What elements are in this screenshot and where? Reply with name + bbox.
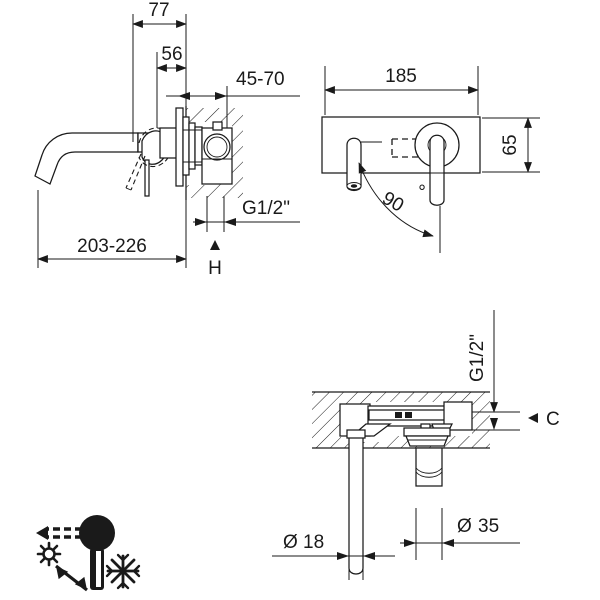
dimension-g12-left-label: G1/2" — [242, 198, 290, 219]
dimension-203-226-label: 203-226 — [77, 236, 147, 257]
dimension-45-70: 45-70 — [166, 69, 300, 128]
sun-icon — [36, 541, 62, 567]
dimension-56: 56 — [156, 44, 187, 128]
dimension-dia-18: Ø 18 — [272, 500, 395, 580]
annotation-90-degree: 90 ° — [358, 162, 441, 253]
view-side-elevation: 77 56 45-70 203-226 — [34, 0, 300, 279]
dimension-77: 77 — [132, 0, 187, 142]
dimension-g12-right-label: G1/2" — [467, 334, 488, 382]
view-front-elevation: 90 ° 185 65 — [321, 66, 540, 253]
dimension-45-70-label: 45-70 — [236, 69, 285, 90]
dimension-77-label: 77 — [148, 0, 169, 21]
escutcheon-flange — [159, 107, 203, 187]
dimension-dia-35-label: 35 — [478, 516, 499, 537]
annotation-degree-symbol: ° — [418, 182, 426, 203]
dimension-185-label: 185 — [385, 66, 417, 87]
marker-h-label: H — [208, 258, 222, 279]
lever-stem-icon — [90, 548, 104, 590]
legend-hot-cold-icon — [36, 515, 141, 592]
dimension-g12-left: G1/2" — [193, 196, 300, 232]
dimension-65: 65 — [482, 117, 540, 173]
dimension-g12-right: G1/2" — [467, 310, 520, 431]
marker-c-label: C — [546, 409, 560, 430]
dimension-dia-35-prefix: Ø — [457, 516, 472, 537]
dimension-56-label: 56 — [161, 44, 182, 65]
dimension-185: 185 — [324, 66, 479, 115]
dimension-203-226: 203-226 — [37, 190, 187, 268]
dimension-dia-35: Ø 35 — [400, 508, 520, 560]
lever-knob-icon — [79, 515, 115, 551]
dimension-65-label: 65 — [500, 134, 521, 155]
dimension-dia-18-label: 18 — [303, 532, 324, 553]
snowflake-icon — [105, 553, 141, 590]
view-cross-section: G1/2" C Ø 18 Ø 35 — [272, 310, 560, 580]
in-wall-valve-body — [201, 121, 233, 185]
marker-c: C — [528, 409, 560, 430]
marker-h: H — [208, 240, 222, 279]
dimension-dia-18-prefix: Ø — [283, 532, 298, 553]
section-waste-flange — [403, 427, 451, 487]
spout-outline — [34, 132, 139, 185]
swivel-arrow-icon — [55, 564, 88, 592]
annotation-90-label: 90 — [378, 188, 407, 217]
spout-front — [346, 137, 382, 192]
section-inlet-tube — [346, 429, 366, 575]
lift-arrow-icon — [36, 526, 82, 540]
